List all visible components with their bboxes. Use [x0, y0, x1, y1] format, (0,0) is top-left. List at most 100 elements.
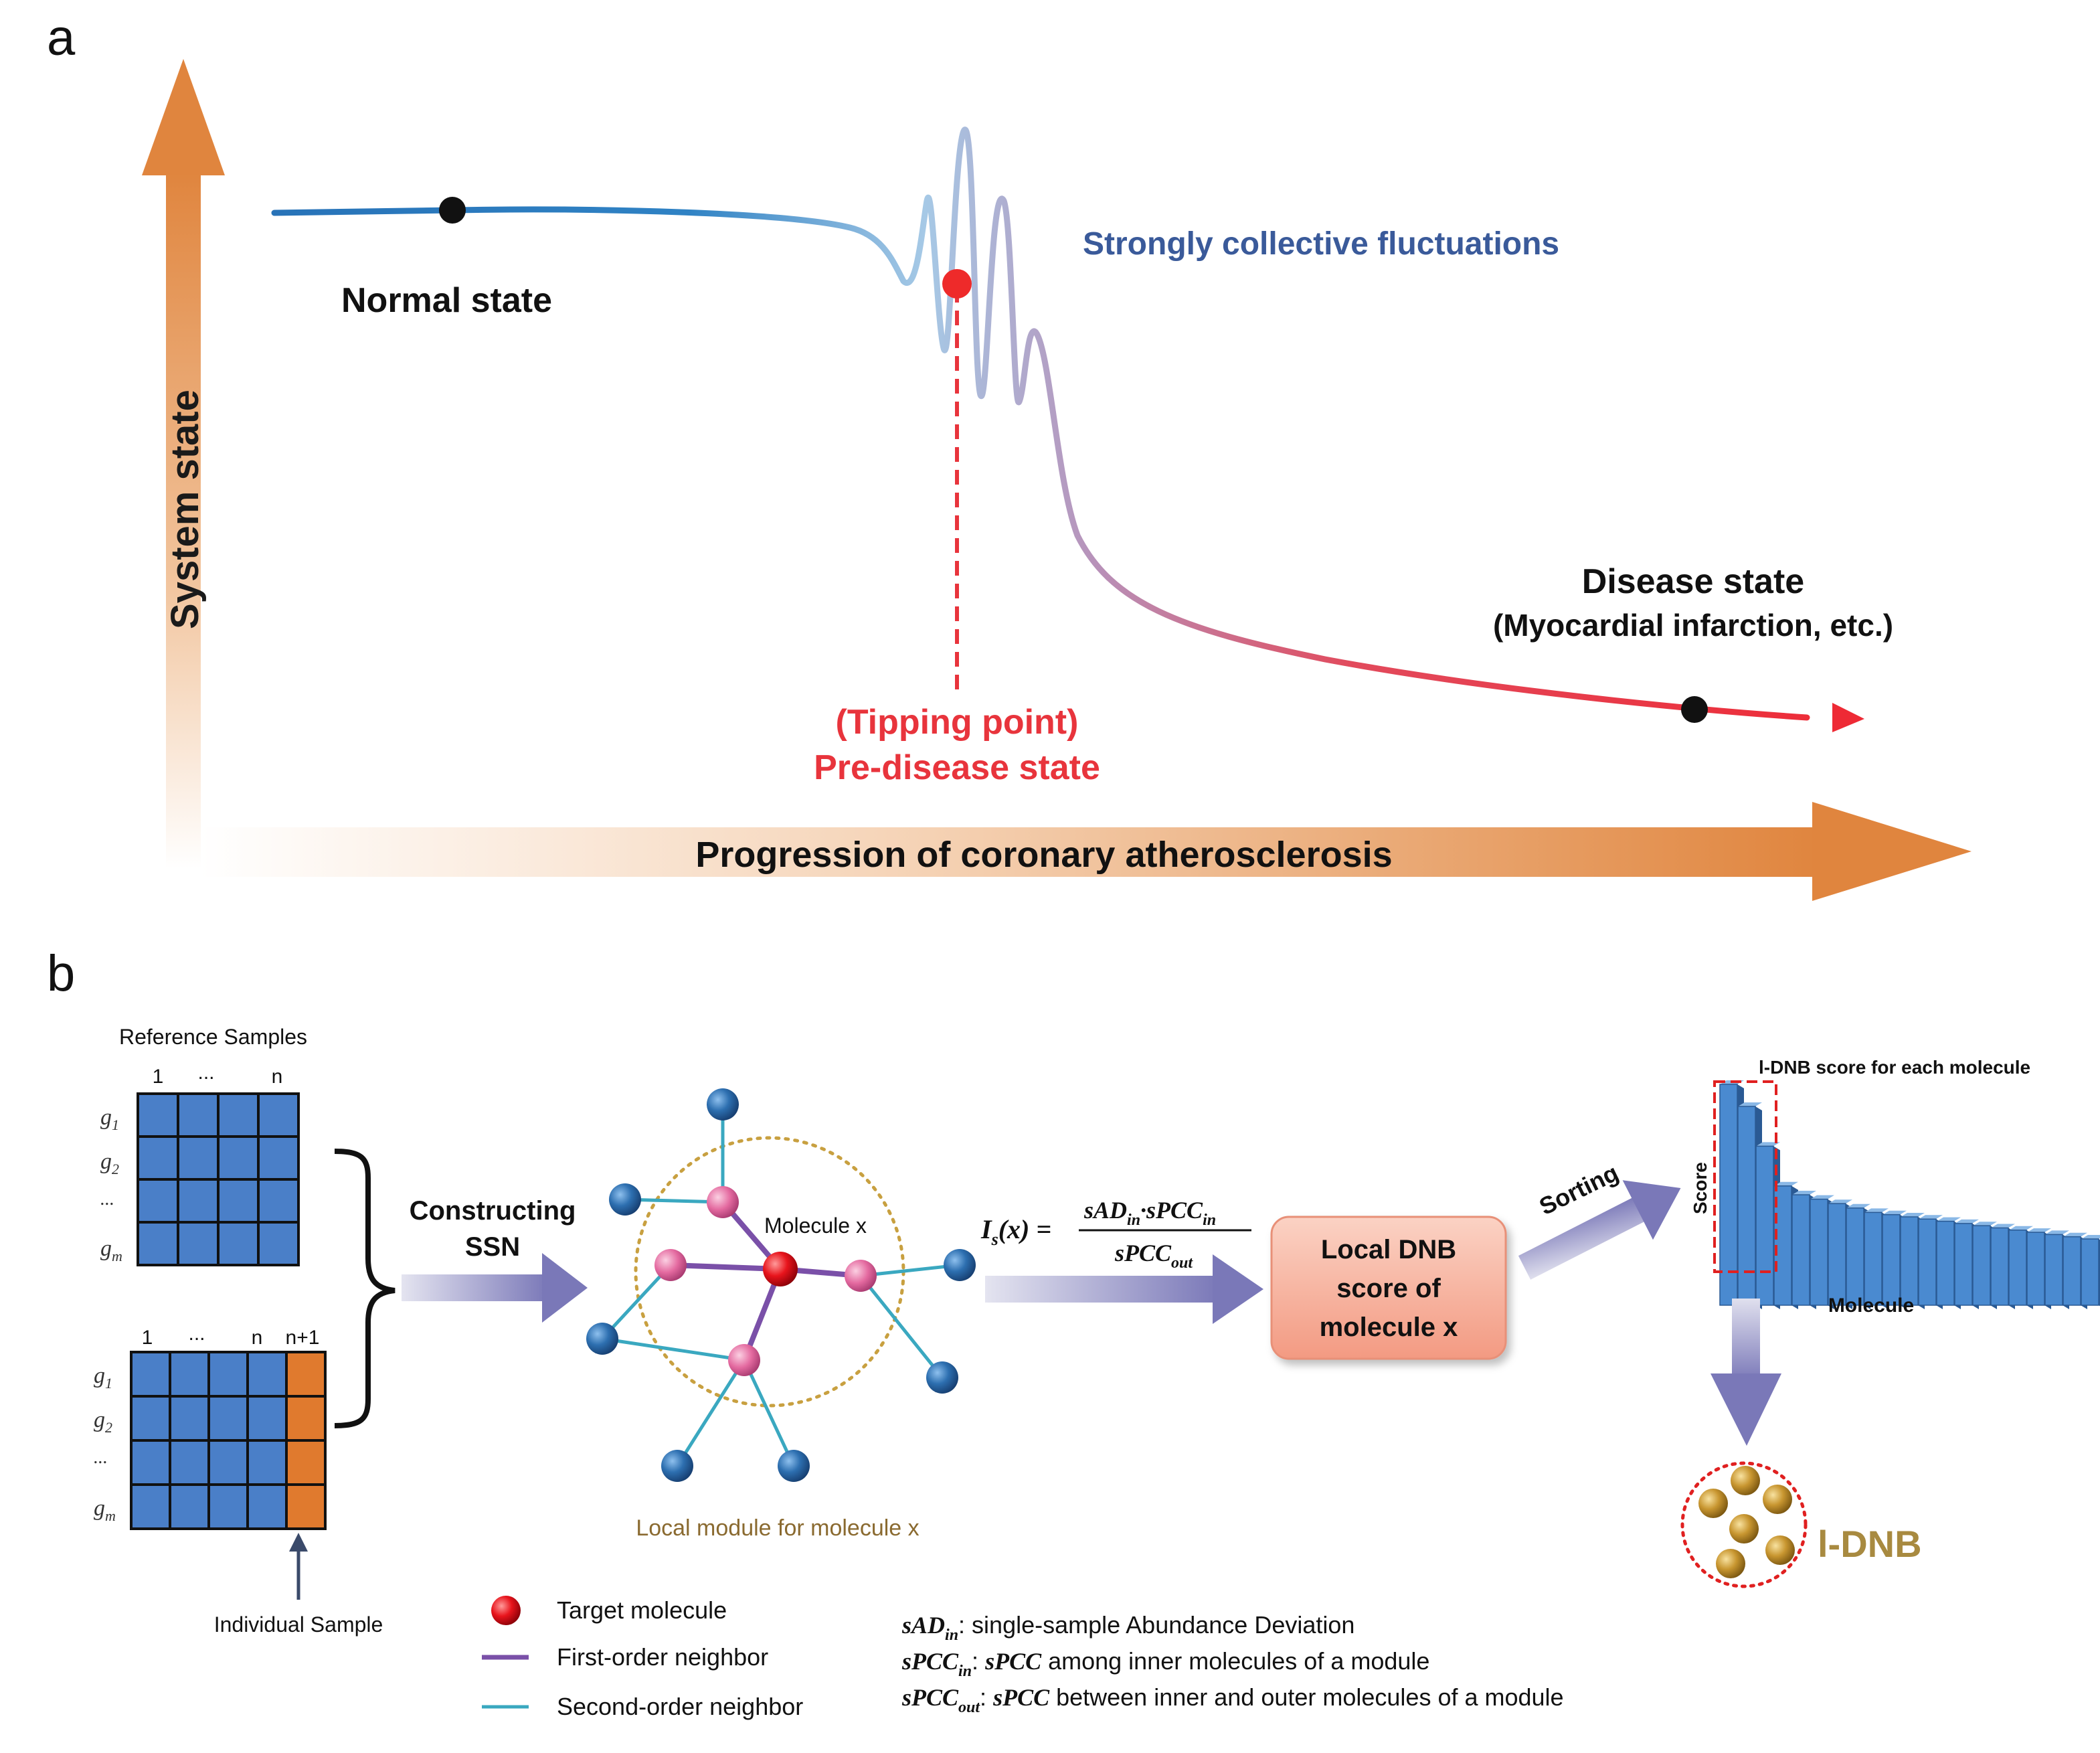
bar-top: [1973, 1222, 1997, 1226]
matrix-row-label: gm: [100, 1236, 122, 1264]
def-text2: among inner molecules of a module: [1041, 1647, 1429, 1675]
inner-node: [728, 1344, 760, 1376]
matrix-cell: [137, 1092, 179, 1138]
matrix-row-label: ...: [94, 1447, 108, 1468]
bar-top: [1792, 1191, 1816, 1195]
svg-text:Is(x) =: Is(x) =: [980, 1214, 1051, 1249]
bar-top: [2045, 1230, 2069, 1235]
disease-state-label: Disease state: [1582, 562, 1804, 601]
score-box-line3: molecule x: [1320, 1313, 1458, 1342]
matrix-cell: [177, 1221, 220, 1266]
bar-top: [1774, 1181, 1798, 1186]
bar-top: [2009, 1226, 2033, 1230]
ind-col-label: n: [252, 1327, 263, 1349]
network-nodes: [586, 1088, 976, 1482]
ldnb-label: l-DNB: [1818, 1523, 1922, 1565]
definitions: sADin: single-sample Abundance Deviation…: [901, 1611, 1564, 1716]
chart-ylabel: Score: [1690, 1162, 1711, 1214]
bar: [1990, 1227, 2009, 1306]
constructing-arrow: [402, 1253, 588, 1323]
disease-state-dot: [1681, 696, 1708, 723]
def-sym: sPCC: [901, 1648, 959, 1675]
top-bars-highlight: [1713, 1080, 1777, 1273]
ldnb-molecule: [1716, 1549, 1745, 1578]
constructing-label: Constructing: [410, 1196, 576, 1226]
bar-top: [1828, 1199, 1852, 1204]
second-order-edge: [742, 1359, 796, 1467]
bar-top: [1883, 1210, 1907, 1215]
bar-top: [1955, 1219, 1979, 1224]
second-order-edge: [860, 1263, 960, 1278]
local-dnb-score-box: Local DNB score of molecule x: [1270, 1216, 1507, 1360]
def-text: :: [972, 1647, 985, 1675]
tipping-point-dot: [942, 269, 972, 299]
matrix-row-label: gm: [94, 1496, 116, 1524]
ldnb-molecule: [1765, 1535, 1795, 1565]
score-box-line1: Local DNB: [1321, 1235, 1456, 1264]
formula-arg: (x) =: [998, 1214, 1051, 1244]
ind-col-label: n+1: [286, 1327, 320, 1349]
second-order-edge: [601, 1264, 672, 1340]
bar: [1972, 1225, 1991, 1306]
ldnb-molecule: [1698, 1489, 1728, 1518]
curve-arrowhead: [1832, 703, 1864, 732]
disease-example-label: (Myocardial infarction, etc.): [1493, 608, 1893, 643]
matrix-cell: [217, 1178, 260, 1224]
legend-target-label: Target molecule: [557, 1596, 727, 1624]
bar: [1918, 1218, 1937, 1306]
ldnb-cluster-circle: [1680, 1461, 1808, 1588]
definition-spcc-in: sPCCin: sPCC among inner molecules of a …: [901, 1647, 1429, 1680]
inner-node: [845, 1260, 877, 1292]
ref-col-label: 1: [153, 1066, 164, 1088]
individual-matrix: [130, 1351, 327, 1530]
bar: [1719, 1084, 1738, 1306]
bar: [1954, 1223, 1973, 1306]
bar: [1846, 1207, 1864, 1306]
legend-target-swatch: [491, 1596, 521, 1625]
pre-disease-label: Pre-disease state: [814, 748, 1100, 787]
bar-top: [1901, 1213, 1925, 1217]
ssn-label: SSN: [465, 1232, 520, 1262]
matrix-cell: [246, 1351, 288, 1398]
bar-top: [2081, 1235, 2100, 1239]
bar: [1864, 1212, 1883, 1306]
matrix-brace: [334, 1149, 396, 1428]
bar: [1882, 1214, 1901, 1306]
normal-state-label: Normal state: [341, 281, 552, 320]
bar-top: [1810, 1195, 1834, 1199]
matrix-cell: [207, 1395, 249, 1442]
matrix-cell: [169, 1483, 210, 1530]
matrix-cell: [257, 1178, 300, 1224]
y-axis-arrow: [142, 59, 225, 869]
second-order-edge: [859, 1274, 944, 1379]
bar: [2026, 1232, 2045, 1306]
def-text2: between inner and outer molecules of a m…: [1049, 1683, 1563, 1711]
ref-col-label: n: [272, 1066, 283, 1088]
bar: [1900, 1216, 1919, 1306]
individual-sample-cell: [285, 1395, 327, 1442]
matrix-cell: [257, 1092, 300, 1138]
bar: [1737, 1106, 1756, 1306]
bar: [2044, 1234, 2063, 1306]
matrix-cell: [207, 1439, 249, 1486]
individual-col-labels: 1 ... n n+1: [142, 1323, 320, 1349]
outer-node: [609, 1183, 641, 1216]
matrix-cell: [207, 1483, 249, 1530]
formula-num: sAD: [1083, 1197, 1127, 1224]
matrix-cell: [207, 1351, 249, 1398]
outer-node: [778, 1450, 810, 1482]
bar-top: [1991, 1224, 2015, 1228]
normal-state-dot: [439, 197, 466, 224]
ldnb-molecule: [1731, 1466, 1760, 1495]
bar: [2008, 1230, 2027, 1306]
matrix-cell: [246, 1439, 288, 1486]
def-sym: sPCC: [901, 1684, 959, 1711]
matrix-cell: [246, 1483, 288, 1530]
score-box-line2: score of: [1336, 1274, 1441, 1303]
target-node: [763, 1252, 798, 1286]
matrix-cell: [137, 1135, 179, 1181]
fluctuations-label: Strongly collective fluctuations: [1083, 226, 1559, 262]
first-order-edge: [670, 1262, 781, 1272]
